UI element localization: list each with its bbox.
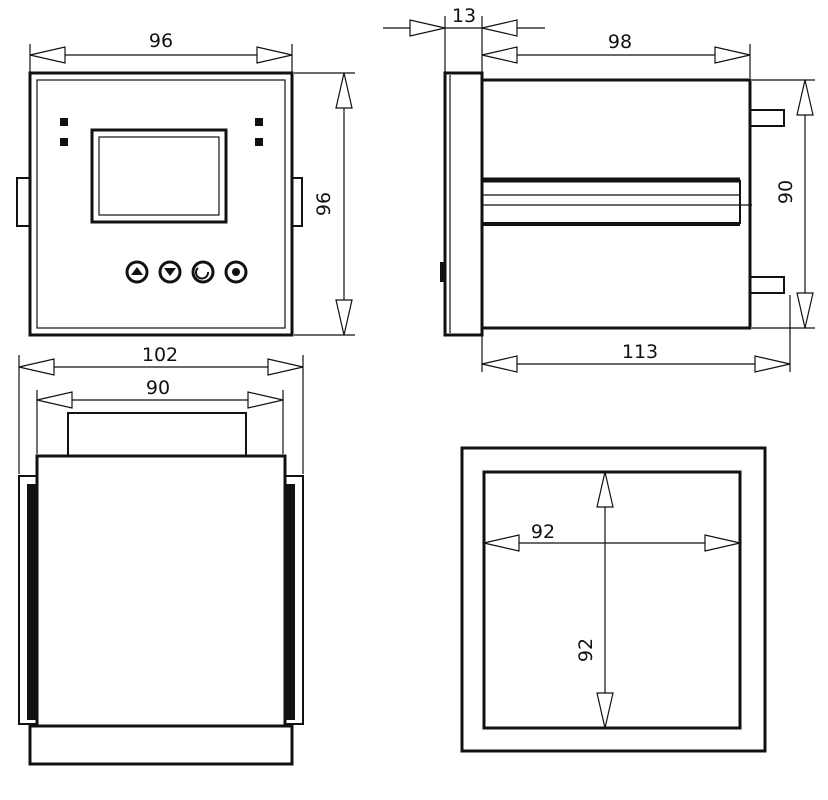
cutout-opening <box>482 470 742 730</box>
top-body-width-label: 90 <box>146 377 170 399</box>
keypad-buttons <box>125 260 248 284</box>
bezel-depth-label: 13 <box>452 5 476 27</box>
cutout-width-label: 92 <box>531 521 555 543</box>
front-height-label: 96 <box>313 192 335 216</box>
led-indicator <box>60 138 68 146</box>
total-depth-label: 113 <box>622 341 658 363</box>
panel-cutout: 92 92 <box>460 446 767 753</box>
front-width-label: 96 <box>149 30 173 52</box>
side-height-label: 90 <box>775 180 797 204</box>
led-indicator <box>255 118 263 126</box>
bezel-stub <box>440 262 445 282</box>
top-connector-block <box>67 412 247 459</box>
led-indicator <box>60 118 68 126</box>
terminal-pin <box>749 276 785 294</box>
display-screen <box>90 128 228 224</box>
top-left-clip-inner <box>27 484 37 720</box>
bezel <box>443 71 484 337</box>
top-overall-width-label: 102 <box>142 344 178 366</box>
front-view: 96 96 <box>16 30 355 337</box>
led-indicator <box>255 138 263 146</box>
front-panel-inner <box>36 79 286 329</box>
right-clip <box>291 177 303 227</box>
left-clip <box>16 177 31 227</box>
top-housing <box>35 454 287 728</box>
body-depth-label: 98 <box>608 31 632 53</box>
top-bezel <box>28 724 294 766</box>
side-view: 13 98 90 113 <box>383 5 815 373</box>
display-screen-inner <box>98 136 220 216</box>
top-right-clip-inner <box>285 484 295 720</box>
top-view: 102 90 <box>18 344 304 766</box>
housing <box>480 78 752 330</box>
terminal-pin <box>749 109 785 127</box>
cutout-height-label: 92 <box>575 638 597 662</box>
